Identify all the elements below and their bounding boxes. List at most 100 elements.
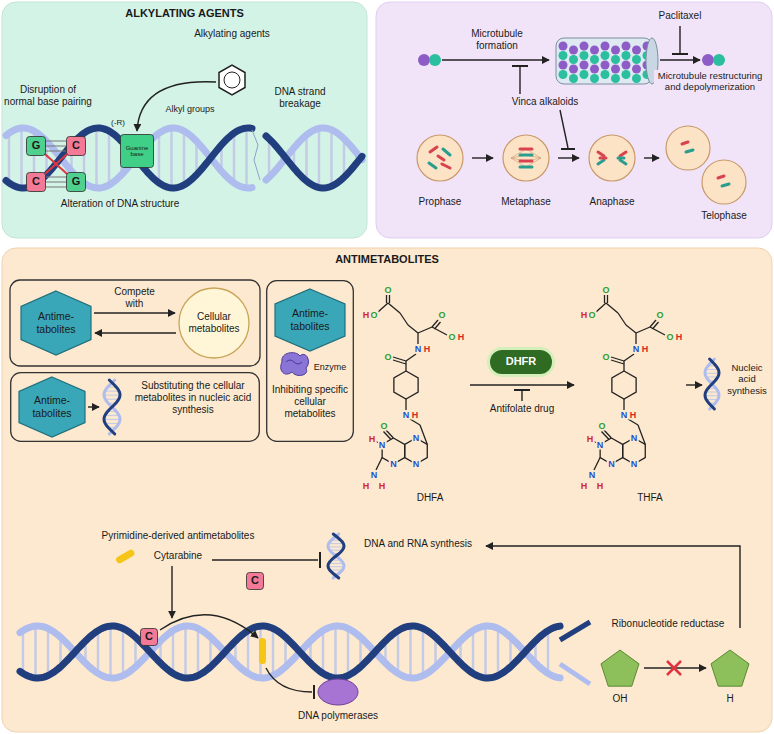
illustration-part — [490, 350, 552, 374]
tubulin-unit — [601, 61, 610, 70]
illustration-part — [589, 135, 635, 181]
base-pair — [122, 628, 124, 675]
chromosome — [443, 149, 450, 155]
enzyme-symbol — [281, 353, 309, 376]
tubulin-unit — [559, 61, 568, 70]
atom-label: O — [379, 422, 388, 431]
hydrogen-bond — [46, 187, 66, 188]
atom-label: O — [601, 286, 610, 295]
inhibit-bar — [672, 53, 688, 55]
hydrogen-bond — [46, 177, 66, 178]
cytarabine-symbol — [115, 548, 136, 564]
atom-label: N — [607, 460, 616, 469]
illustration-part — [487, 347, 555, 377]
illustration-part — [713, 54, 725, 66]
benzene-ring — [224, 72, 240, 88]
alkylation-arrow — [137, 82, 216, 131]
illustration-part — [141, 629, 158, 646]
illustration-part — [27, 173, 46, 192]
chemical-bond — [618, 313, 626, 325]
atom-label: H — [411, 411, 420, 420]
chemical-bond — [376, 458, 382, 471]
inhibit-bar — [514, 389, 530, 391]
base-box: C — [66, 136, 86, 156]
node-text: Antime- tabolites — [27, 310, 85, 335]
atom-label: O — [601, 353, 610, 362]
connector-arrow — [644, 157, 659, 158]
tubulin-unit — [632, 55, 641, 64]
inhibit-line — [521, 391, 522, 401]
connector-arrow — [95, 332, 176, 333]
chromosome — [520, 160, 532, 163]
panel-background — [2, 2, 367, 238]
chromosome — [520, 148, 532, 151]
tubulin-unit — [590, 46, 599, 55]
tubulin-unit — [632, 65, 641, 74]
chromosome — [430, 147, 437, 152]
base-pair — [272, 628, 274, 675]
panel-background — [376, 2, 772, 238]
base-pair — [104, 395, 120, 396]
node-text: C — [145, 630, 153, 643]
enzyme-label: Enzyme — [314, 362, 347, 373]
atom-label: N — [632, 345, 641, 354]
process-label: Nucleic acid synthesis — [724, 362, 770, 396]
base-pair — [305, 135, 307, 181]
molecule-label: THFA — [637, 492, 663, 504]
chemical-bond — [389, 295, 390, 303]
process-label: Microtubule restructuring and depolymeri… — [654, 70, 766, 93]
benzene-ring — [219, 65, 245, 95]
tubulin-unit — [590, 65, 599, 74]
tubulin-unit — [601, 70, 610, 79]
base-pair — [497, 628, 499, 675]
chemical-bond — [386, 295, 387, 303]
base-pair — [109, 626, 111, 678]
chemical-bond — [405, 399, 406, 410]
tubulin-unit — [569, 55, 578, 64]
atom-label: N — [378, 440, 387, 449]
atom-label: N — [412, 434, 421, 443]
tubulin-unit — [611, 65, 620, 74]
chemical-bond — [626, 325, 636, 333]
node-text: Antime- tabolites — [25, 394, 79, 419]
node-text: C — [72, 139, 80, 152]
inhibit-line — [519, 67, 520, 94]
illustration-part — [556, 38, 652, 84]
base-pair — [104, 419, 120, 420]
atom-label: N — [414, 345, 423, 354]
atom-label: N — [412, 460, 421, 469]
atom-label: H — [675, 333, 684, 342]
dna-icon — [104, 380, 120, 434]
base-pair — [170, 128, 172, 188]
tubulin-unit — [580, 42, 589, 51]
node-text: G — [32, 139, 41, 152]
group-box: Inhibiting specific cellular metabolites… — [266, 280, 354, 442]
base-pair — [329, 563, 344, 564]
tubulin-unit — [622, 51, 631, 60]
tubulin-unit — [569, 65, 578, 74]
atom-label: O — [437, 311, 446, 320]
chemical-bond — [400, 313, 408, 325]
panel-title: ALKYLATING AGENTS — [2, 7, 367, 20]
chemical-bond — [606, 303, 618, 313]
dna-strand — [20, 626, 560, 678]
tubulin-unit — [559, 42, 568, 51]
atom-label: O — [447, 333, 456, 342]
illustration-part — [27, 137, 46, 156]
benzene-ring — [394, 371, 418, 399]
chromosome — [438, 156, 444, 160]
illustration-part — [286, 360, 302, 364]
tubulin-unit — [622, 70, 631, 79]
base-box: C — [140, 628, 158, 646]
node-text: G — [72, 175, 81, 188]
tubulin-unit — [580, 61, 589, 70]
base-box: C — [26, 172, 46, 192]
chemical-bond — [604, 295, 605, 303]
atom-label: H — [586, 435, 595, 444]
tubulin-unit — [622, 42, 631, 51]
panel-title: ANTIMETABOLITES — [2, 253, 772, 266]
cell — [666, 126, 710, 170]
chemical-bond — [596, 303, 606, 312]
tubulin-unit — [611, 74, 620, 83]
